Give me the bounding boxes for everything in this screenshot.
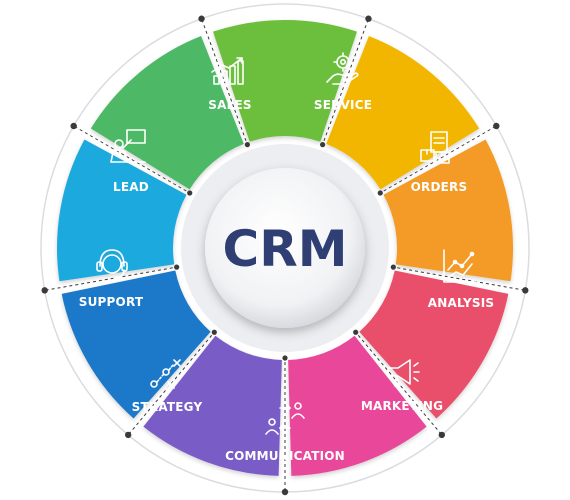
connector-dot (493, 122, 500, 130)
connector-dot (320, 142, 326, 148)
connector-line (127, 330, 216, 436)
connector-dot (522, 287, 529, 294)
connector-line (201, 18, 249, 147)
hub-disc (205, 168, 365, 328)
connector-line (321, 18, 369, 147)
segment-service (326, 36, 480, 190)
segment-analysis (359, 270, 509, 419)
segment-label-service: SERVICE (314, 98, 372, 112)
connector-dot (124, 431, 132, 439)
segment-group (56, 20, 513, 476)
sales-chart-icon (211, 57, 244, 85)
connector-dot (282, 355, 288, 361)
center-label: CRM (223, 220, 348, 278)
connector-dot (377, 190, 383, 196)
lead-presenter-icon (110, 129, 146, 163)
connector-dot (365, 15, 372, 22)
segment-sales (213, 20, 357, 142)
connector-dot (390, 264, 396, 270)
connector-dot (353, 329, 359, 335)
orders-boxes-icon (420, 131, 450, 164)
segment-communication (143, 335, 282, 476)
communication-people-icon (265, 402, 305, 435)
segment-support (56, 139, 187, 282)
connector-dot (438, 431, 446, 439)
segment-label-orders: ORDERS (411, 180, 468, 194)
segment-marketing (288, 335, 427, 476)
connector-dot (174, 264, 180, 270)
segment-label-sales: SALES (208, 98, 251, 112)
connector-line (44, 266, 179, 291)
segment-label-analysis: ANALYSIS (428, 296, 494, 310)
segment-label-marketing: MARKETING (361, 399, 443, 413)
segment-strategy (61, 270, 211, 419)
connector-dot (281, 488, 289, 496)
connector-dots (41, 15, 529, 496)
segment-label-lead: LEAD (113, 180, 149, 194)
support-headset-icon (96, 249, 128, 279)
analysis-line-chart-icon (443, 249, 477, 283)
connector-line (391, 266, 526, 291)
segment-label-strategy: STRATEGY (132, 400, 203, 414)
center-hub: CRM (181, 144, 389, 352)
connector-dot (187, 190, 193, 196)
connector-dot (211, 329, 217, 335)
segment-lead (90, 36, 244, 190)
service-gear-hand-icon (326, 52, 359, 85)
segment-label-support: SUPPORT (79, 295, 144, 309)
segment-label-communication: COMMUNICATION (225, 449, 345, 463)
connector-dot (244, 142, 250, 148)
strategy-plan-icon (150, 359, 181, 389)
connector-dot (41, 287, 48, 294)
connector-line (378, 125, 497, 195)
connector-line (73, 125, 192, 195)
connector-dot (70, 122, 77, 130)
segment-orders (383, 139, 513, 282)
marketing-megaphone-icon (387, 359, 420, 387)
connector-dot (198, 15, 205, 22)
